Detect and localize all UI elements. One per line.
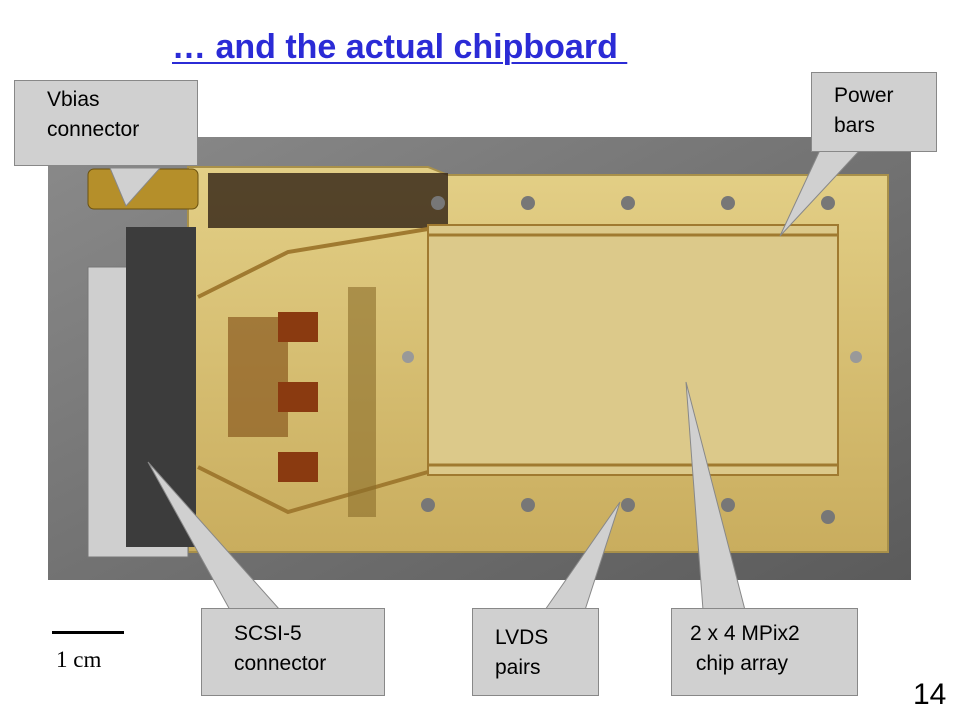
- chipboard-photo: [48, 137, 911, 580]
- callout-chip-array: 2 x 4 MPix2 chip array: [671, 608, 858, 696]
- callout-vbias-connector: Vbias connector: [14, 80, 198, 166]
- slide-number: 14: [913, 678, 947, 711]
- callout-scsi-connector: SCSI-5 connector: [201, 608, 385, 696]
- callout-lvds-pairs: LVDS pairs: [472, 608, 599, 696]
- scale-bar: [52, 631, 124, 634]
- scale-label: 1 cm: [56, 647, 102, 672]
- slide-title: … and the actual chipboard: [172, 28, 628, 66]
- callout-power-bars: Power bars: [811, 72, 937, 152]
